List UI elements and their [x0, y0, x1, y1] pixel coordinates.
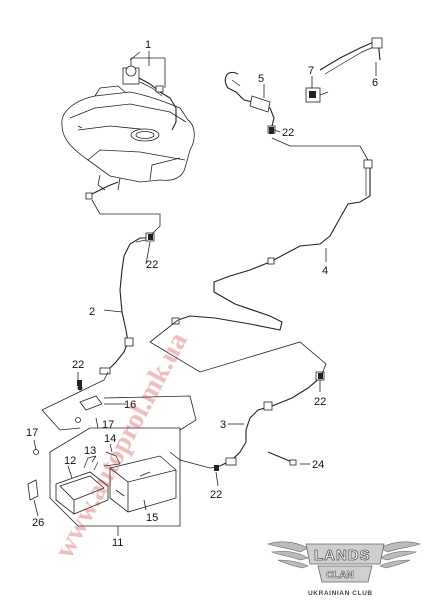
tank-outlet-line [85, 181, 119, 200]
bracket-5 [224, 71, 276, 134]
callout-22-b: 22 [282, 127, 294, 139]
callout-15: 15 [146, 512, 158, 524]
callout-24: 24 [312, 459, 324, 471]
pipe-6 [319, 37, 383, 75]
watermark-text: www.autoprol.mk.ua [49, 327, 194, 563]
logo-sub-text: CLAN [326, 570, 354, 581]
callout-5: 5 [258, 73, 264, 85]
bracket-16 [77, 385, 103, 411]
fuel-line-3 [219, 371, 325, 467]
callout-22-e: 22 [210, 489, 222, 501]
leader-lines [33, 51, 377, 536]
callout-13: 13 [84, 445, 96, 457]
callout-11: 11 [112, 537, 123, 549]
callout-3: 3 [220, 419, 226, 431]
fuel-line-2 [99, 232, 155, 375]
fuel-line-4 [171, 159, 373, 331]
logo-tagline: UKRAINIAN CLUB [308, 590, 373, 597]
callout-22-a: 22 [146, 259, 158, 271]
callout-4: 4 [322, 265, 328, 277]
callout-6: 6 [372, 77, 378, 89]
callout-2: 2 [89, 306, 95, 318]
callout-7: 7 [308, 65, 314, 77]
callout-26: 26 [32, 517, 44, 529]
filler-neck [122, 65, 177, 131]
callout-22-c: 22 [72, 359, 84, 371]
canister-assembly [27, 417, 181, 527]
callout-17-top: 17 [102, 419, 114, 431]
clamps-22 [77, 127, 323, 471]
callout-1: 1 [145, 39, 151, 51]
callout-17-left: 17 [26, 427, 38, 439]
callout-14: 14 [104, 433, 116, 445]
callout-12: 12 [64, 455, 76, 467]
fuel-tank [61, 85, 195, 191]
cable-tie-24 [267, 451, 297, 466]
lands-clan-logo: LANDS CLAN UKRAINIAN CLUB [266, 541, 422, 597]
callouts: 1 2 3 4 5 6 7 11 12 13 14 15 16 17 17 22… [26, 39, 378, 549]
callout-22-d: 22 [314, 396, 326, 408]
callout-16: 16 [124, 399, 136, 411]
logo-main-text: LANDS [314, 547, 371, 564]
valve-7 [305, 87, 329, 103]
reference-lines [41, 51, 369, 469]
